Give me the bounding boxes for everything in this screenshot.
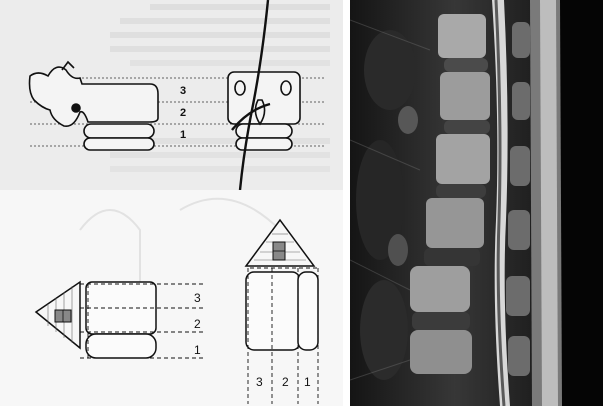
posterior-tissue — [530, 0, 562, 406]
top-illustration: 3 2 1 — [0, 0, 343, 190]
bottom-illustration-svg: 3 2 1 — [0, 190, 343, 406]
front-column-3: 3 — [256, 375, 263, 389]
mri-image — [350, 0, 603, 406]
sideways-house — [36, 282, 80, 348]
top-level-1: 1 — [180, 129, 186, 141]
top-level-3: 3 — [180, 85, 186, 97]
front-column-2: 2 — [282, 375, 289, 389]
sideways-blocks — [86, 282, 156, 358]
upright-blocks — [246, 272, 318, 350]
diagram-panel: 3 2 1 — [0, 0, 343, 406]
top-illustration-svg: 3 2 1 — [0, 0, 343, 190]
frontal-sketch — [228, 72, 300, 150]
bottom-illustration: 3 2 1 — [0, 190, 343, 406]
side-level-1: 1 — [194, 343, 201, 357]
front-column-1: 1 — [304, 375, 311, 389]
top-level-2: 2 — [180, 107, 186, 119]
side-level-3: 3 — [194, 291, 201, 305]
lateral-sketch — [30, 62, 159, 150]
side-level-2: 2 — [194, 317, 201, 331]
mri-panel — [350, 0, 603, 406]
upright-house — [246, 220, 314, 266]
